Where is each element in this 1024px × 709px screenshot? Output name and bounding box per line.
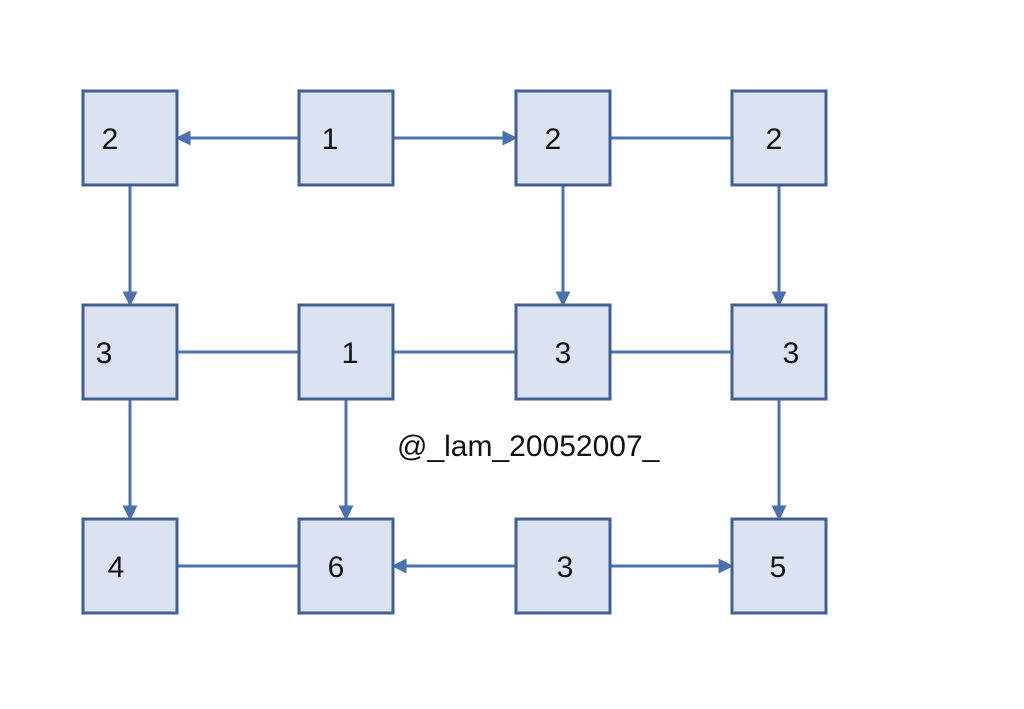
- node-label: 1: [342, 337, 359, 370]
- node-r3c3: 3: [514, 517, 612, 615]
- node-label: 6: [328, 551, 345, 584]
- node-box: [730, 517, 828, 615]
- node-r1c3: 2: [514, 89, 612, 187]
- node-label: 4: [108, 551, 125, 584]
- node-label: 2: [545, 123, 562, 156]
- node-r1c4: 2: [730, 89, 828, 187]
- node-label: 5: [770, 551, 787, 584]
- node-r1c1: 2: [81, 89, 179, 187]
- node-box: [514, 517, 612, 615]
- node-box: [297, 303, 395, 401]
- node-label: 2: [102, 123, 119, 156]
- node-box: [514, 303, 612, 401]
- node-box: [730, 303, 828, 401]
- node-label: 3: [557, 551, 574, 584]
- edges-layer: [122, 130, 787, 574]
- watermark-text: @_lam_20052007_: [397, 430, 661, 463]
- node-r3c2: 6: [297, 517, 395, 615]
- node-label: 3: [555, 337, 572, 370]
- nodes-layer: 2 1 2 2 3 1 3 3 4 6 3 5: [81, 89, 828, 615]
- node-r3c4: 5: [730, 517, 828, 615]
- node-box: [730, 89, 828, 187]
- node-label: 3: [96, 337, 113, 370]
- node-box: [81, 89, 179, 187]
- node-label: 1: [322, 123, 339, 156]
- node-box: [297, 517, 395, 615]
- node-box: [514, 89, 612, 187]
- node-box: [81, 303, 179, 401]
- node-r2c2: 1: [297, 303, 395, 401]
- node-r2c3: 3: [514, 303, 612, 401]
- node-r1c2: 1: [297, 89, 395, 187]
- node-r2c4: 3: [730, 303, 828, 401]
- node-box: [297, 89, 395, 187]
- node-label: 3: [783, 337, 800, 370]
- node-r3c1: 4: [81, 517, 179, 615]
- node-box: [81, 517, 179, 615]
- node-r2c1: 3: [81, 303, 179, 401]
- node-label: 2: [766, 123, 783, 156]
